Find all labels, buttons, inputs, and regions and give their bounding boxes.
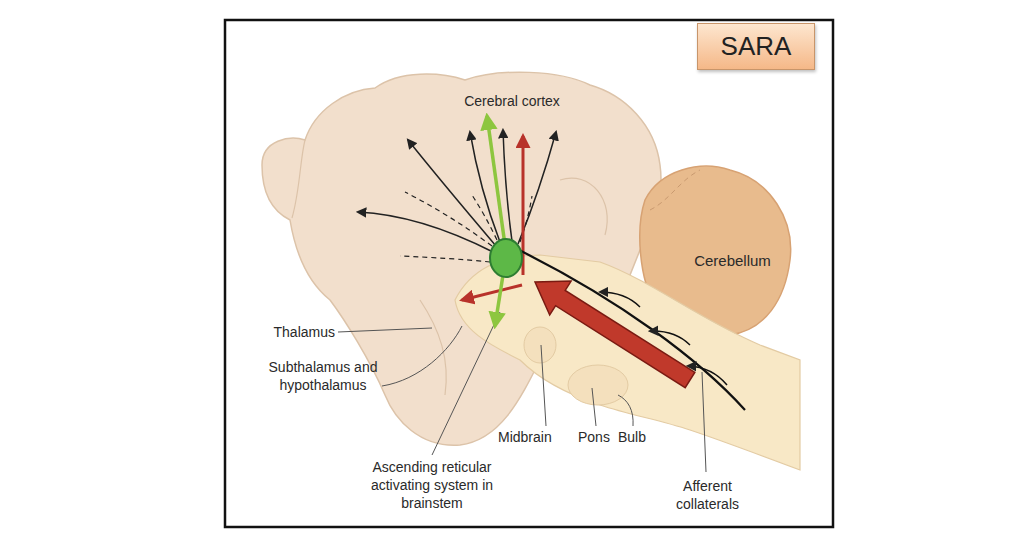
part-label: Cerebral cortex — [452, 92, 572, 110]
pons — [568, 365, 628, 405]
collateral-arrow — [600, 292, 640, 307]
sulcus — [560, 178, 607, 235]
part-label: Bulb — [618, 428, 663, 446]
cortical-projection-arrow — [408, 140, 496, 246]
red-projection-arrow — [462, 285, 522, 300]
ascending-red-arrow — [535, 281, 695, 388]
collateral-arrow — [688, 366, 727, 385]
title-box: SARA — [697, 23, 815, 70]
cortical-projection-arrow — [503, 130, 512, 241]
diffuse-projection — [405, 192, 492, 246]
part-label: Ascending reticular activating system in… — [362, 458, 502, 512]
sulcus — [420, 300, 446, 395]
title-text: SARA — [721, 31, 792, 62]
leader-line — [382, 326, 462, 386]
leader-line — [338, 328, 432, 332]
leader-line — [541, 345, 546, 426]
leader-line — [592, 388, 596, 426]
midbrain — [524, 327, 556, 363]
green-projection-arrow — [487, 116, 505, 245]
part-label: Thalamus — [240, 323, 335, 341]
part-label: Cerebellum — [680, 252, 785, 270]
sulcus — [292, 140, 305, 218]
brainstem — [455, 255, 800, 470]
collateral-arrow — [650, 331, 690, 345]
afferent-pathway — [515, 248, 745, 410]
cerebellum-border — [650, 170, 700, 210]
cerebrum — [262, 72, 661, 445]
leader-line — [432, 312, 500, 455]
part-label: Afferent collaterals — [660, 477, 755, 513]
part-label: Subthalamus and hypothalamus — [262, 358, 384, 394]
diffuse-projection — [400, 256, 490, 262]
thalamic-nucleus — [490, 239, 522, 277]
part-label: Midbrain — [498, 428, 578, 446]
frame — [225, 20, 833, 527]
part-label: Pons — [578, 428, 623, 446]
leader-line — [618, 395, 633, 426]
leader-line — [702, 372, 706, 472]
green-projection-arrow — [495, 275, 503, 326]
